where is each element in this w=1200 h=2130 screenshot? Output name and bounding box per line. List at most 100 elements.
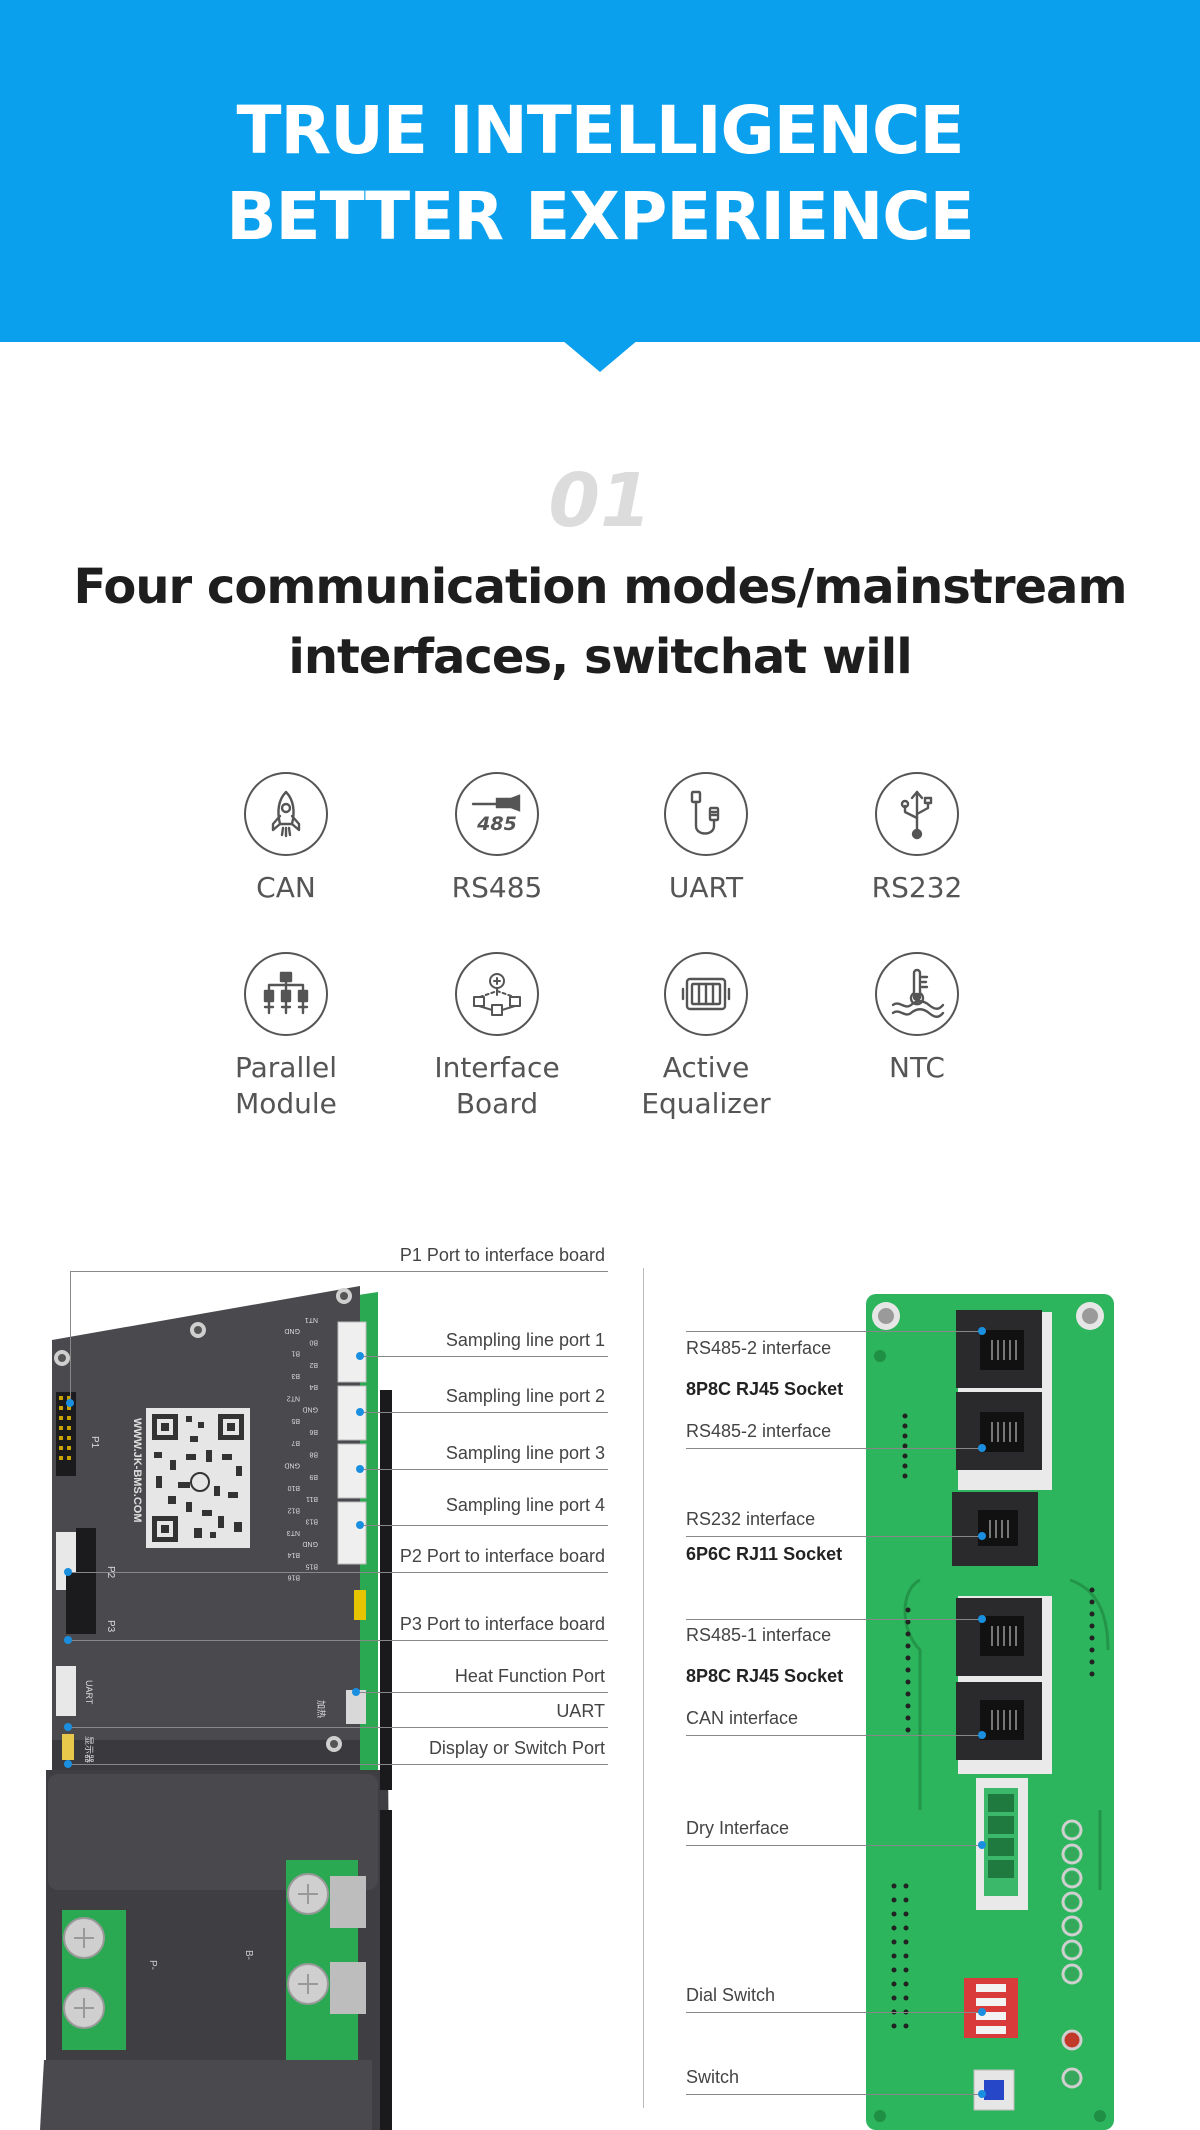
- silk-display: 显示器: [83, 1736, 94, 1763]
- pin-label: GND: [284, 1327, 300, 1334]
- silk-uart: UART: [84, 1680, 94, 1705]
- label-dry-interface: Dry Interface: [686, 1818, 790, 1838]
- silk-b-minus: B-: [243, 1950, 254, 1960]
- pin-label: GND: [302, 1540, 318, 1547]
- banner-pointer: [562, 340, 638, 372]
- label-sampling-1: Sampling line port 1: [445, 1330, 605, 1350]
- callout-line: [68, 1764, 608, 1765]
- callout-dot: [66, 1399, 74, 1407]
- pin-label: B14: [287, 1551, 300, 1558]
- callout-line: [68, 1572, 608, 1573]
- section-title: Four communication modes/mainstream inte…: [0, 552, 1200, 692]
- callout-dot: [978, 1731, 986, 1739]
- pin-label: B11: [306, 1495, 318, 1502]
- label-p2-port: P2 Port to interface board: [399, 1546, 605, 1566]
- silk-p3: P3: [105, 1620, 116, 1633]
- label-sampling-3: Sampling line port 3: [445, 1443, 605, 1463]
- callout-line: [360, 1412, 608, 1413]
- pin-label: B15: [305, 1562, 318, 1569]
- feature-label-line2: Equalizer: [641, 1087, 771, 1120]
- callout-dot: [978, 1327, 986, 1335]
- callout-line: [686, 1331, 982, 1332]
- pin-label: B6: [309, 1428, 318, 1435]
- label-can: CAN interface: [686, 1708, 799, 1728]
- callout-dot: [64, 1723, 72, 1731]
- bms-board-illustration: P1 P2 P3 UART 显示器 WWW.JK-BMS.COM NT1GNDB…: [40, 1286, 392, 2130]
- banner-title-line2: BETTER EXPERIENCE: [226, 178, 974, 255]
- pin-label: B16: [287, 1574, 300, 1581]
- interface-board-icon: [455, 952, 539, 1036]
- pin-label: NT2: [287, 1394, 300, 1401]
- banner-title-line1: TRUE INTELLIGENCE: [236, 92, 964, 169]
- pin-label: B0: [309, 1338, 318, 1345]
- callout-line: [68, 1727, 608, 1728]
- label-heat-port: Heat Function Port: [454, 1666, 605, 1686]
- section-title-line1: Four communication modes/mainstream: [73, 559, 1128, 615]
- feature-label-line1: Active: [662, 1051, 750, 1084]
- label-rj11-socket: 6P6C RJ11 Socket: [686, 1544, 843, 1564]
- label-rs485-2-top: RS485-2 interface: [686, 1338, 832, 1358]
- callout-dot: [978, 1841, 986, 1849]
- callout-dot: [978, 2008, 986, 2016]
- feature-label: RS485: [451, 871, 543, 904]
- callout-line: [686, 1845, 982, 1846]
- section-number: 01: [548, 458, 652, 544]
- label-rj45-socket-top: 8P8C RJ45 Socket: [686, 1379, 844, 1399]
- silk-website: WWW.JK-BMS.COM: [131, 1418, 143, 1522]
- hero-banner: [0, 0, 1200, 342]
- pin-label: B12: [287, 1506, 300, 1513]
- callout-line: [686, 1448, 982, 1449]
- silk-heat: 加热: [315, 1700, 327, 1718]
- callout-line: [68, 1640, 608, 1641]
- panel-divider: [643, 1268, 644, 2108]
- callout-line: [360, 1356, 608, 1357]
- callout-dot: [978, 2090, 986, 2098]
- interface-board-illustration: [866, 1294, 1114, 2130]
- feature-rs232: RS232: [817, 772, 1017, 906]
- callout-line: [360, 1525, 608, 1526]
- label-rs485-2-bottom: RS485-2 interface: [686, 1421, 832, 1441]
- callout-line: [686, 1735, 982, 1736]
- callout-dot: [352, 1688, 360, 1696]
- label-rs485-1: RS485-1 interface: [686, 1625, 832, 1645]
- pin-label: NT1: [305, 1316, 318, 1323]
- callout-line: [70, 1271, 71, 1403]
- parallel-module-icon: [244, 952, 328, 1036]
- pin-label: B10: [287, 1484, 300, 1491]
- pin-label: B13: [305, 1518, 318, 1525]
- pin-label: B3: [291, 1372, 300, 1379]
- callout-line: [686, 1536, 982, 1537]
- pin-label: B2: [309, 1361, 318, 1368]
- label-sampling-2: Sampling line port 2: [445, 1386, 605, 1406]
- callout-dot: [978, 1532, 986, 1540]
- feature-uart: UART: [606, 772, 806, 906]
- callout-dot: [64, 1760, 72, 1768]
- feature-label-line2: Module: [235, 1087, 337, 1120]
- silk-p-minus: P-: [147, 1960, 158, 1970]
- label-switch: Switch: [686, 2067, 740, 2087]
- callout-dot: [64, 1636, 72, 1644]
- callout-line: [686, 1619, 982, 1620]
- callout-line: [686, 2094, 982, 2095]
- callout-dot: [356, 1465, 364, 1473]
- callout-line: [356, 1692, 608, 1693]
- pin-label: GND: [284, 1462, 300, 1469]
- feature-ntc: NTC: [817, 952, 1017, 1086]
- active-equalizer-icon: [664, 952, 748, 1036]
- banner-title: TRUE INTELLIGENCE BETTER EXPERIENCE: [0, 88, 1200, 260]
- usb-icon: [875, 772, 959, 856]
- callout-dot: [978, 1615, 986, 1623]
- callout-line: [70, 1271, 608, 1272]
- callout-dot: [356, 1521, 364, 1529]
- section-title-line2: interfaces, switchat will: [288, 629, 912, 685]
- uart-cable-icon: [664, 772, 748, 856]
- pin-label: B4: [309, 1383, 318, 1390]
- rocket-icon: [244, 772, 328, 856]
- pin-label: B9: [309, 1473, 318, 1480]
- thermometer-icon: [875, 952, 959, 1036]
- pin-label: B7: [291, 1439, 300, 1446]
- callout-dot: [978, 1444, 986, 1452]
- pin-label: NT3: [287, 1529, 300, 1536]
